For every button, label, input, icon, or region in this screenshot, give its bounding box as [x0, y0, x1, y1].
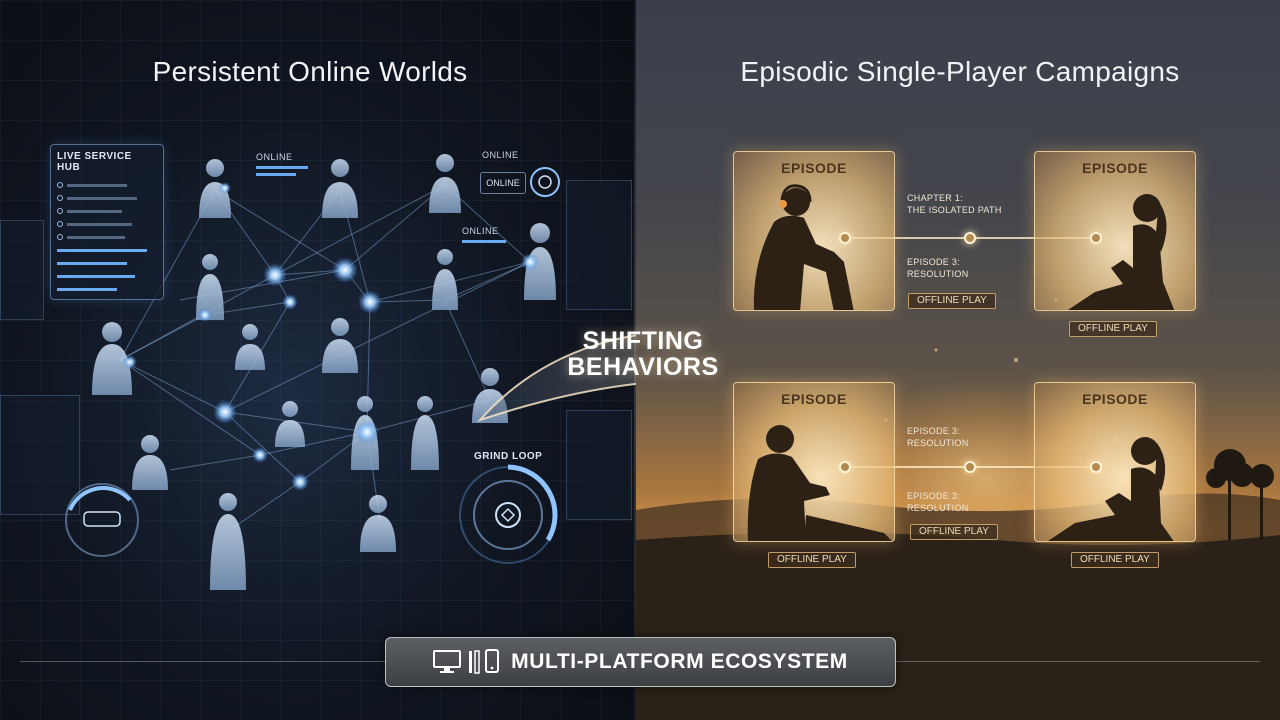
player-network-graph: [65, 154, 636, 590]
chapter-text-top-a: CHAPTER 1: THE ISOLATED PATH: [907, 193, 1002, 215]
network-nodes: [123, 182, 539, 491]
episode-card-1[interactable]: EPISODE: [733, 151, 895, 311]
chapter-text-bottom-a: EPISODE 3: RESOLUTION: [907, 426, 969, 448]
offline-play-tag-top: OFFLINE PLAY: [908, 293, 996, 309]
tree-silhouettes: [1206, 449, 1274, 540]
right-panel-title: Episodic Single-Player Campaigns: [740, 56, 1180, 87]
grind-loop-label: GRIND LOOP: [474, 451, 543, 462]
timeline-node-1: [839, 232, 851, 244]
grind-loop-dial: [459, 464, 558, 564]
timeline-node-5: [964, 461, 976, 473]
side-screen-right-1: [566, 180, 632, 310]
shift-arrow: [476, 334, 636, 423]
timeline-node-3: [1090, 232, 1102, 244]
timeline-node-2: [964, 232, 976, 244]
shift-line-2: BEHAVIORS: [567, 353, 719, 381]
banner-rule-left: [20, 661, 385, 662]
woman-phone-silhouette: [1068, 194, 1175, 310]
device-icons: [433, 649, 500, 675]
online-dial: [530, 167, 560, 197]
timeline-node-4: [839, 461, 851, 473]
episode-label-2: EPISODE: [1082, 160, 1148, 176]
online-label-2: ONLINE: [482, 150, 519, 160]
online-stat-1: ONLINE: [256, 152, 316, 176]
offline-play-tag-card-2: OFFLINE PLAY: [1069, 321, 1157, 337]
online-stat-2: ONLINE: [482, 150, 532, 160]
online-stat-3: ONLINE: [462, 226, 522, 243]
episode-card-2[interactable]: EPISODE: [1034, 151, 1196, 311]
episode-card-3[interactable]: EPISODE: [733, 382, 895, 542]
headphone-player-silhouette: [753, 184, 854, 310]
man-gaming-silhouette: [747, 425, 892, 541]
offline-play-tag-card-3: OFFLINE PLAY: [768, 552, 856, 568]
episode-label-1: EPISODE: [781, 160, 847, 176]
phone-icon: [485, 649, 500, 673]
monitor-icon: [433, 650, 462, 673]
chapter-text-top-b: EPISODE 3: RESOLUTION: [907, 257, 969, 279]
episode-label-4: EPISODE: [1082, 391, 1148, 407]
left-panel-title: Persistent Online Worlds: [152, 56, 468, 87]
multi-platform-banner: MULTI-PLATFORM ECOSYSTEM: [385, 637, 896, 687]
offline-play-tag-bottom: OFFLINE PLAY: [910, 524, 998, 540]
episode-card-4[interactable]: EPISODE: [1034, 382, 1196, 542]
online-label-3: ONLINE: [462, 226, 499, 236]
shifting-behaviors-label: SHIFTING BEHAVIORS: [548, 328, 738, 380]
banner-text: MULTI-PLATFORM ECOSYSTEM: [511, 650, 848, 673]
panel-divider: [634, 0, 636, 720]
console-icon: [469, 650, 480, 674]
timeline-node-6: [1090, 461, 1102, 473]
banner-rule-right: [896, 661, 1260, 662]
single-player-panel: [636, 0, 1280, 720]
hub-title: LIVE SERVICE HUB: [57, 151, 132, 173]
side-screen-left-1: [0, 220, 44, 320]
stat-dial: [65, 483, 139, 557]
player-silhouettes: [92, 154, 556, 590]
side-screen-left-2: [0, 395, 80, 515]
live-service-hub-card: LIVE SERVICE HUB: [50, 144, 164, 300]
episode-label-3: EPISODE: [781, 391, 847, 407]
online-worlds-panel: LIVE SERVICE HUB ONLINE ONLINE ONLINE ON…: [0, 0, 636, 720]
chapter-text-bottom-b: EPISODE 3: RESOLUTION: [907, 491, 969, 513]
offline-play-tag-card-4: OFFLINE PLAY: [1071, 552, 1159, 568]
side-screen-right-2: [566, 410, 632, 520]
woman-reclining-silhouette: [1048, 437, 1174, 541]
shift-line-1: SHIFTING: [582, 327, 704, 355]
online-badge: ONLINE: [480, 172, 526, 194]
online-label-1: ONLINE: [256, 152, 293, 162]
